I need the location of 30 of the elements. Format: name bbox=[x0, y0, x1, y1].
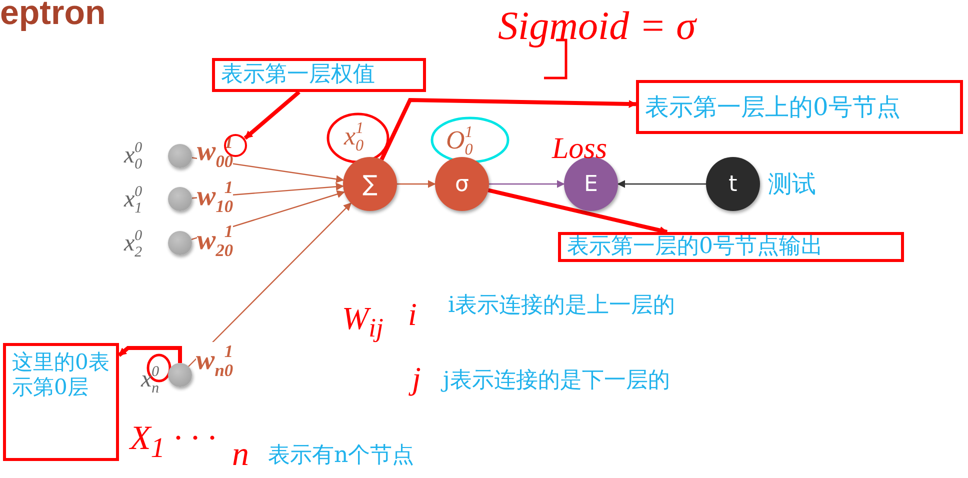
note-text: 表示有n个节点 bbox=[268, 442, 414, 470]
annotation-arrow bbox=[118, 346, 182, 363]
arrow bbox=[188, 202, 352, 367]
handwritten-text: X$_{1}$ · · · bbox=[130, 420, 216, 465]
input-node bbox=[168, 187, 192, 211]
handwritten-text: W$_{ij}$ bbox=[342, 300, 384, 344]
annotation-box: 表示第一层权值 bbox=[212, 58, 426, 92]
annotation-box: 表示第一层的0号节点输出 bbox=[558, 232, 904, 262]
annotation-box: 表示第一层上的0号节点 bbox=[636, 80, 963, 134]
input-node bbox=[168, 144, 192, 168]
annotation-arrow bbox=[380, 98, 637, 160]
annotation-box: 这里的0表示第0层 bbox=[3, 343, 119, 461]
annotation-arrow bbox=[244, 90, 300, 140]
handwritten-text: i bbox=[408, 296, 417, 333]
title: eptron bbox=[0, 0, 106, 33]
loss-node: E bbox=[564, 157, 618, 211]
arrow bbox=[617, 180, 706, 188]
handwritten-text: Sigmoid = σ bbox=[498, 2, 696, 49]
sum-node: ∑ bbox=[343, 157, 397, 211]
target-node: t bbox=[706, 157, 760, 211]
note-text: i表示连接的是上一层的 bbox=[448, 292, 676, 320]
activation-node: σ bbox=[435, 157, 489, 211]
annotation-arrow bbox=[488, 188, 668, 234]
node-caption: 测试 bbox=[768, 169, 816, 200]
note-text: j表示连接的是下一层的 bbox=[443, 365, 670, 395]
input-node bbox=[168, 231, 192, 255]
arrow bbox=[489, 180, 565, 188]
input-node bbox=[168, 363, 192, 387]
arrow bbox=[397, 180, 436, 188]
handwritten-text: n bbox=[232, 436, 249, 474]
